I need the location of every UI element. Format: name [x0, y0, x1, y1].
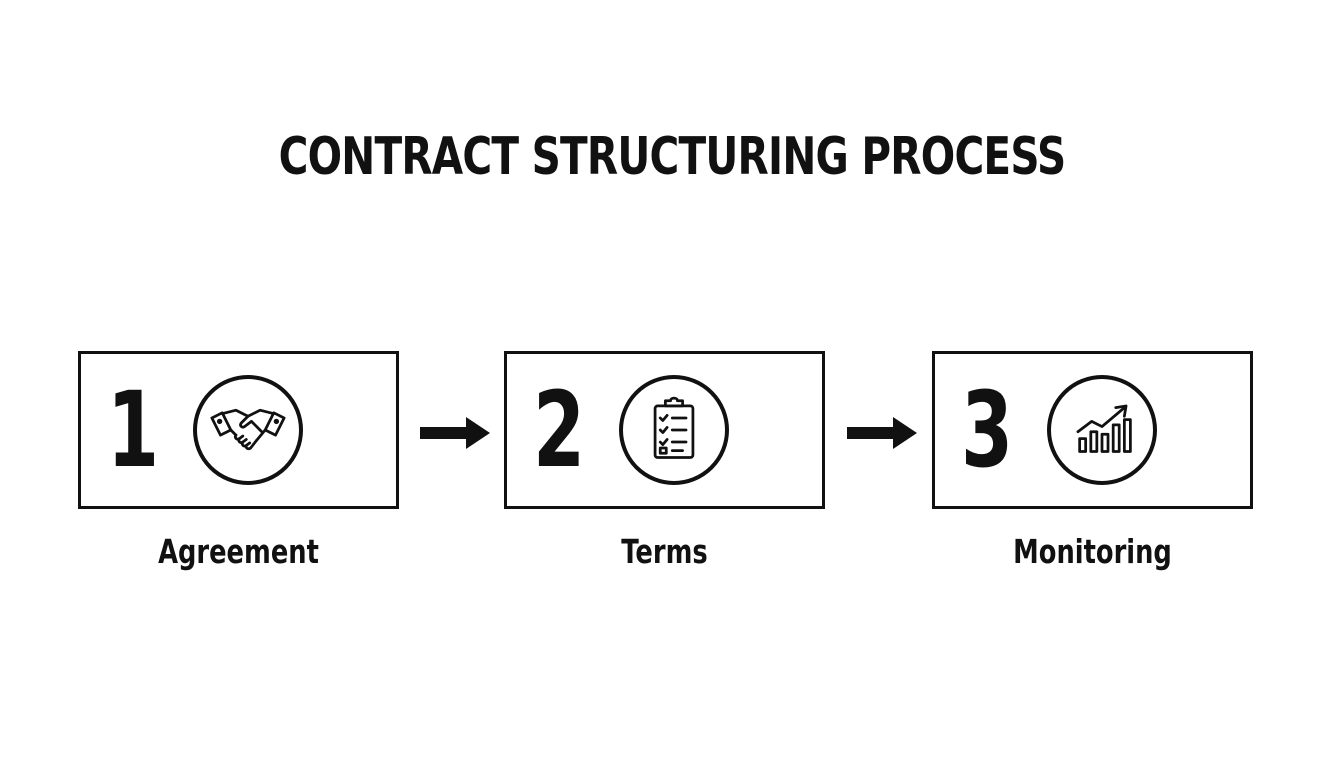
- clipboard-checklist-icon: [653, 396, 695, 459]
- step-number: 2: [533, 369, 586, 491]
- step-box-monitoring: 3: [932, 351, 1253, 509]
- handshake-icon: [210, 408, 286, 451]
- step-box-terms: 2: [504, 351, 825, 509]
- step-number: 1: [107, 369, 160, 491]
- arrow-right-icon: [847, 417, 917, 449]
- step-icon-circle: [1047, 375, 1157, 485]
- step-label-monitoring: Monitoring: [1013, 532, 1172, 571]
- step-label-terms: Terms: [621, 532, 708, 571]
- arrow-right-icon: [420, 417, 490, 449]
- step-icon-circle: [619, 375, 729, 485]
- diagram-title: CONTRACT STRUCTURING PROCESS: [278, 127, 1067, 187]
- step-label-agreement: Agreement: [158, 532, 319, 571]
- step-number: 3: [961, 369, 1014, 491]
- step-icon-circle: [193, 375, 303, 485]
- bar-chart-growth-icon: [1076, 404, 1132, 453]
- step-box-agreement: 1: [78, 351, 399, 509]
